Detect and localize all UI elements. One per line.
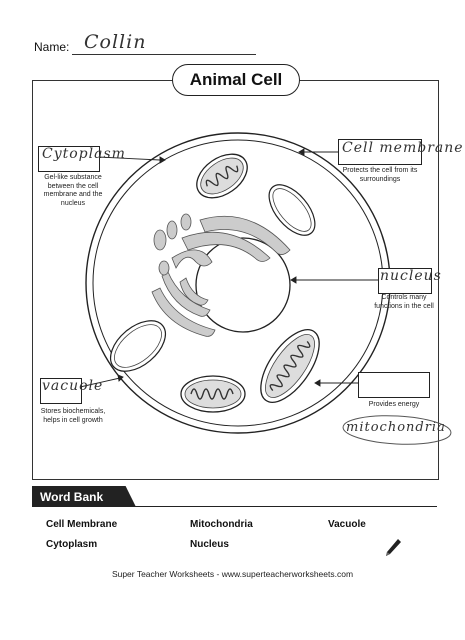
cytoplasm-answer-box[interactable] bbox=[38, 146, 100, 172]
cytoplasm-description: Gel-like substance between the cell memb… bbox=[43, 174, 103, 207]
cell-membrane-answer: Cell membrane bbox=[342, 140, 464, 156]
nucleus bbox=[195, 237, 291, 333]
word-bank-item: Mitochondria bbox=[190, 519, 253, 530]
vacuole-answer-box[interactable] bbox=[40, 378, 82, 404]
footer-credit: Super Teacher Worksheets - www.superteac… bbox=[111, 569, 354, 579]
name-line bbox=[72, 54, 256, 55]
animal-cell-diagram bbox=[79, 132, 452, 445]
vacuole-top-right bbox=[268, 184, 316, 236]
name-label: Name: bbox=[34, 40, 70, 54]
cytoplasm-answer: Cytoplasm bbox=[42, 146, 126, 162]
word-bank-item: Cell Membrane bbox=[46, 519, 118, 530]
endoplasmic-reticulum bbox=[151, 213, 291, 337]
nucleus-answer: nucleus bbox=[380, 268, 442, 284]
nucleus-description: Controls many functions in the cell bbox=[374, 294, 434, 310]
handwritten-oval bbox=[342, 415, 452, 445]
mitochondria-answer-box[interactable] bbox=[358, 372, 430, 398]
mitochondria-handwritten-note: mitochondria bbox=[346, 420, 446, 435]
mitochondrion-bottom bbox=[180, 375, 246, 413]
cell-membrane-description: Protects the cell from its surroundings bbox=[342, 167, 418, 183]
word-bank-item: Cytoplasm bbox=[46, 539, 98, 550]
vacuole-answer: vacuole bbox=[42, 378, 104, 394]
name-value[interactable]: Collin bbox=[84, 31, 147, 53]
mitochondria-description: Provides energy bbox=[368, 401, 420, 408]
mitochondrion-top bbox=[196, 153, 248, 199]
mitochondrion-right bbox=[260, 329, 320, 403]
vacuole-description: Stores biochemicals, helps in cell growt… bbox=[40, 408, 106, 424]
word-bank-title: Word Bank bbox=[32, 486, 136, 507]
cell-membrane-answer-box[interactable] bbox=[338, 139, 422, 165]
word-bank-item: Nucleus bbox=[190, 539, 229, 550]
pointer-lines bbox=[79, 148, 378, 388]
word-bank-divider bbox=[32, 506, 437, 507]
vacuole-left bbox=[110, 320, 166, 372]
pencil-icon bbox=[386, 539, 401, 556]
nucleus-answer-box[interactable] bbox=[378, 268, 432, 294]
word-bank-item: Vacuole bbox=[328, 519, 366, 530]
page-title: Animal Cell bbox=[172, 64, 300, 96]
